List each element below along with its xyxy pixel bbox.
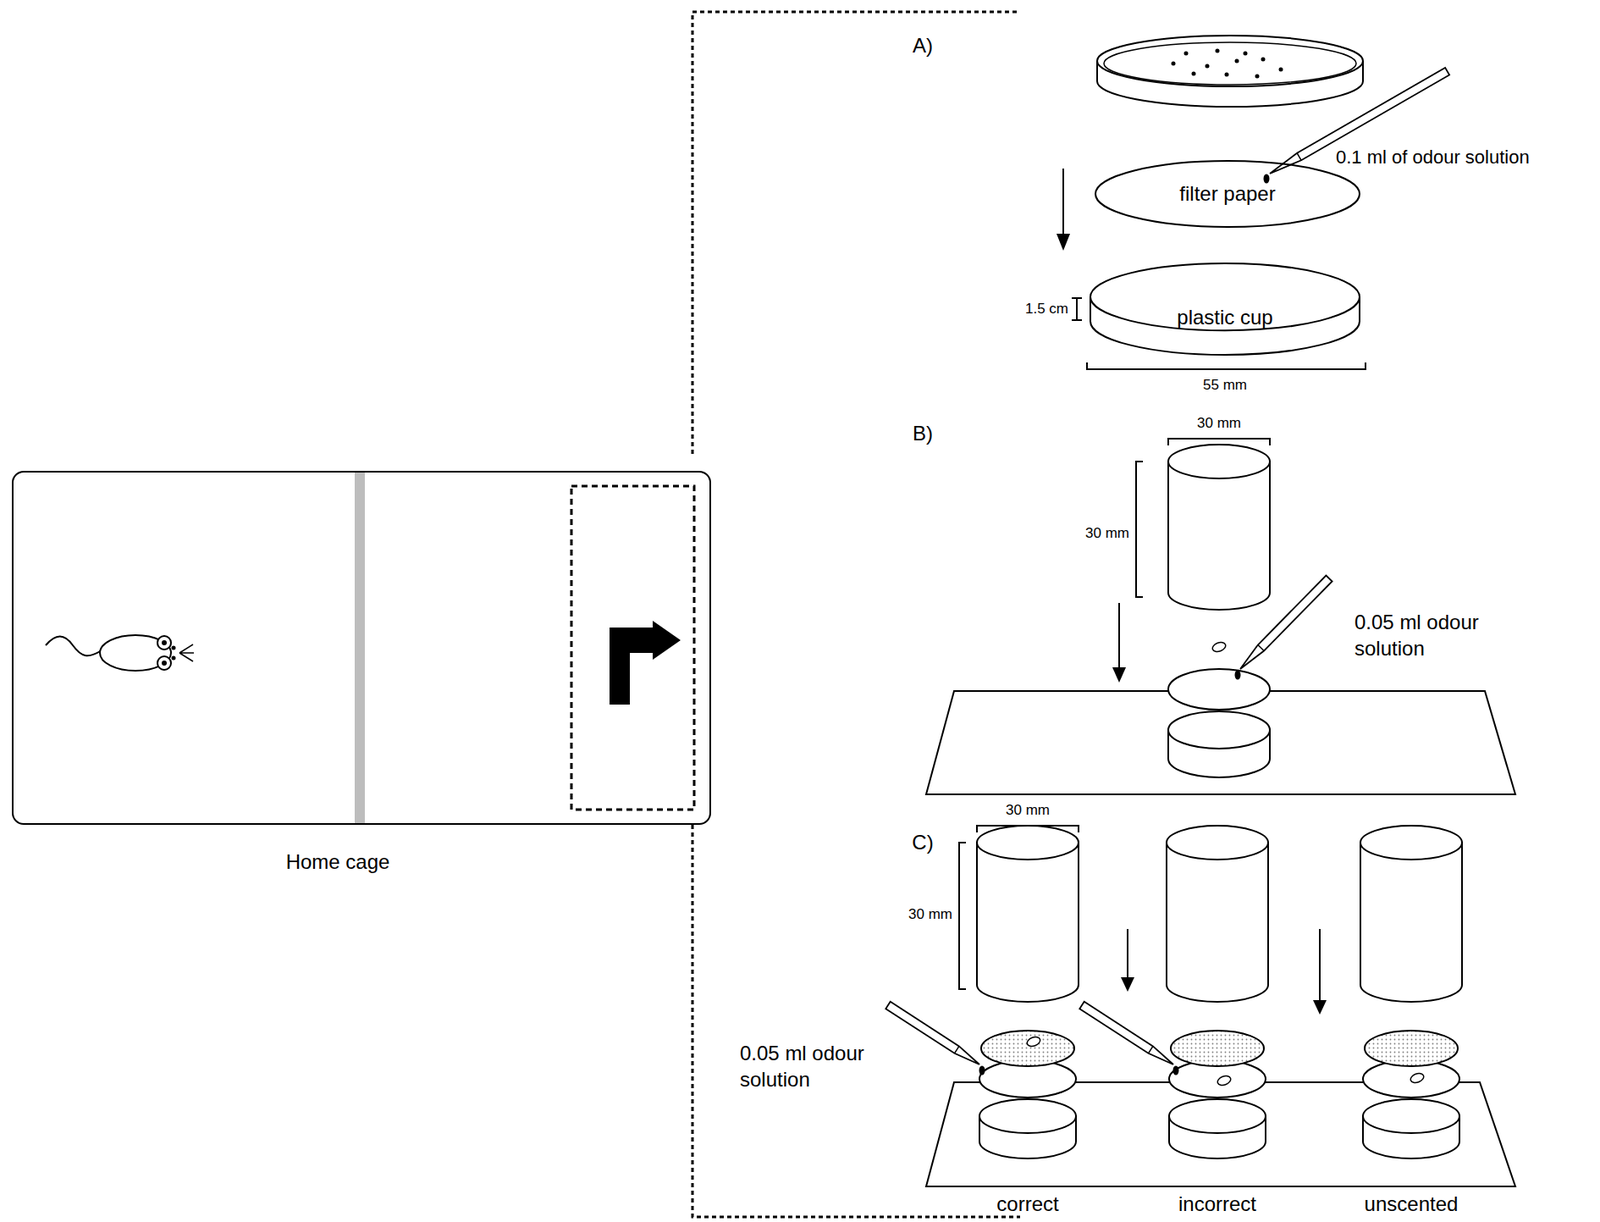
- turn-arrow: [609, 620, 681, 705]
- seed-dot: [1261, 57, 1266, 62]
- mouse-ear-inner: [161, 660, 167, 666]
- sand-disk: [1364, 1030, 1458, 1066]
- pipette-joint: [1148, 1045, 1154, 1053]
- seed-dot: [1171, 61, 1176, 67]
- step-arrowhead: [1313, 999, 1327, 1015]
- dish-lid: [1097, 35, 1363, 87]
- seed-dot: [1224, 72, 1230, 78]
- height-bracket: [1136, 461, 1143, 597]
- lower-cup-rim: [1168, 711, 1270, 749]
- step-arrow: [1318, 928, 1321, 1002]
- pipette: [1240, 575, 1333, 670]
- cylinder: [1166, 842, 1269, 1002]
- lower-cup-rim: [1362, 1098, 1460, 1133]
- seed: [1211, 640, 1227, 654]
- dimension: 1.5 cm: [1025, 299, 1069, 319]
- cylinder-top: [1168, 444, 1270, 479]
- volume-note: 0.05 ml odour solution: [739, 1039, 910, 1093]
- step-arrow: [1126, 928, 1129, 979]
- node-texts: Home cage: [13, 849, 663, 874]
- panel-letter: A): [912, 32, 933, 59]
- step-arrow: [1062, 168, 1065, 238]
- height-bracket: [959, 842, 966, 989]
- condition-label: correct: [996, 1190, 1059, 1217]
- seed-dot: [1205, 64, 1210, 69]
- zoom-outline: [692, 11, 1021, 1217]
- filter-paper: filter paper: [1094, 160, 1361, 228]
- plastic-cup: plastic cup: [1089, 262, 1361, 356]
- volume-note: 0.05 ml odour solution: [1354, 608, 1524, 662]
- odour-drop: [1235, 670, 1242, 680]
- odour-drop: [979, 1065, 986, 1076]
- volume-note: 0.1 ml of odour solution: [1335, 145, 1530, 171]
- dish-lid-rim: [1103, 42, 1357, 85]
- odour-drop: [1263, 174, 1270, 184]
- dimension: 55 mm: [1202, 375, 1247, 395]
- seed-dot: [1255, 74, 1260, 79]
- dimension: 30 mm: [1197, 413, 1242, 433]
- step-arrowhead: [1112, 667, 1126, 683]
- node-label: filter paper: [1179, 182, 1275, 206]
- ellipse-outline: [1095, 160, 1360, 227]
- node-texts: plastic cup: [1176, 305, 1273, 330]
- seed: [1409, 1071, 1425, 1085]
- dimension: 30 mm: [1085, 524, 1130, 543]
- zoom-region: [571, 485, 695, 810]
- seed-dot: [1243, 51, 1248, 56]
- width-bracket: [1086, 362, 1366, 370]
- node-label: plastic cup: [1176, 305, 1273, 330]
- seed: [1026, 1035, 1042, 1049]
- sand-disk: [1170, 1030, 1264, 1066]
- mouse-body: [99, 634, 172, 671]
- pipette: [885, 1001, 980, 1065]
- seed-dot: [1215, 49, 1220, 54]
- cylinder: [1168, 461, 1270, 610]
- step-arrowhead: [1056, 233, 1071, 251]
- pipette-joint: [1257, 645, 1264, 652]
- pipette-joint: [954, 1045, 960, 1053]
- cylinder-top: [1360, 825, 1463, 860]
- step-arrowhead: [1120, 976, 1135, 992]
- odour-drop: [1173, 1065, 1180, 1076]
- mouse-tail: [45, 636, 102, 657]
- seed-dot: [1279, 67, 1284, 72]
- panel-letter: C): [911, 828, 933, 856]
- step-arrow: [1118, 602, 1120, 669]
- seed-dot: [1235, 59, 1240, 64]
- cylinder-top: [976, 825, 1079, 860]
- mouse-whiskers: [179, 644, 194, 662]
- pipette: [1079, 1001, 1174, 1065]
- cup-rim: [1090, 263, 1360, 331]
- seed: [1216, 1074, 1232, 1087]
- mouse-ear: [157, 635, 172, 650]
- dimension: 30 mm: [908, 904, 953, 924]
- panel-letter: B): [912, 419, 933, 447]
- cage-divider: [354, 472, 365, 823]
- condition-label: unscented: [1364, 1190, 1459, 1217]
- height-marker: [1071, 297, 1082, 320]
- sand-disk: [981, 1030, 1075, 1066]
- cylinder: [976, 842, 1079, 1002]
- node-label: Home cage: [13, 849, 663, 874]
- mouse-eye: [171, 645, 177, 651]
- mouse-ear: [157, 656, 172, 670]
- pipette-joint: [1296, 153, 1302, 161]
- cylinder-top: [1166, 825, 1269, 860]
- cylinder: [1360, 842, 1463, 1002]
- seed-dot: [1191, 71, 1197, 77]
- seed-dot: [1184, 51, 1189, 56]
- lower-cup-rim: [1169, 1098, 1266, 1133]
- condition-label: incorrect: [1178, 1190, 1257, 1217]
- dimension: 30 mm: [1005, 800, 1050, 820]
- cup-side: [1090, 297, 1360, 355]
- filter-disk: [1168, 668, 1270, 710]
- mouse-ear-inner: [161, 640, 167, 646]
- node-texts: filter paper: [1179, 182, 1275, 206]
- home-cage: Home cage: [11, 470, 712, 825]
- mouse-eye: [171, 656, 177, 661]
- lower-cup-rim: [979, 1098, 1076, 1133]
